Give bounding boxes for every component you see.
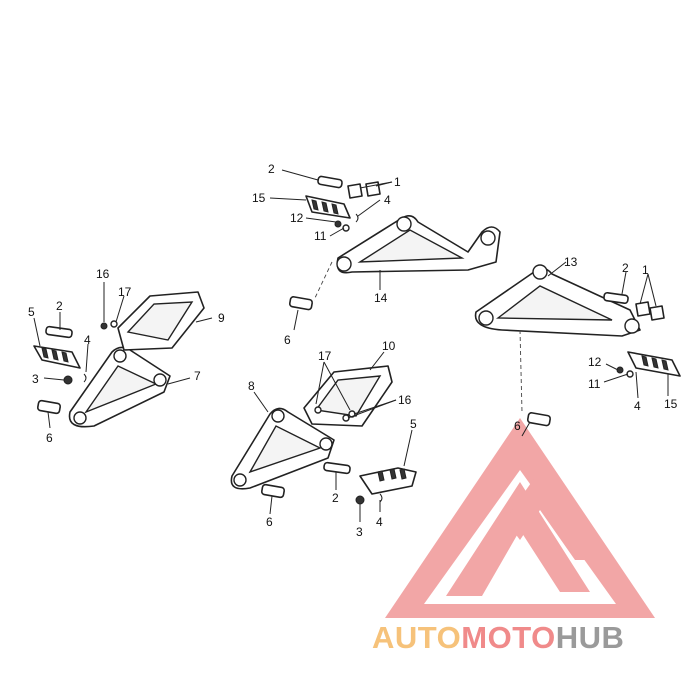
callout-17: 17: [118, 285, 132, 299]
callout-16: 16: [398, 393, 412, 407]
callout-13: 13: [564, 255, 578, 269]
callout-numbers: 1 2 4 15 12 11 14 6 13 2 1 12 11 4 15 6 …: [28, 162, 678, 539]
callout-6: 6: [266, 515, 273, 529]
bracket-assembly-14: [288, 175, 501, 311]
callout-6: 6: [46, 431, 53, 445]
callout-12: 12: [290, 211, 304, 225]
callout-2: 2: [622, 261, 629, 275]
callout-1: 1: [394, 175, 401, 189]
watermark-brand-text: AUTOMOTOHUB: [372, 620, 692, 655]
callout-9: 9: [218, 311, 225, 325]
callout-16: 16: [96, 267, 110, 281]
callout-12: 12: [588, 355, 602, 369]
callout-3: 3: [32, 372, 39, 386]
callout-6: 6: [514, 419, 521, 433]
callout-4: 4: [376, 515, 383, 529]
bracket-assembly-13: [474, 264, 681, 427]
callout-2: 2: [56, 299, 63, 313]
leader-lines: [33, 169, 669, 522]
callout-8: 8: [248, 379, 255, 393]
callout-3: 3: [356, 525, 363, 539]
callout-15: 15: [664, 397, 678, 411]
bracket-assembly-8: [230, 365, 417, 505]
callout-11: 11: [588, 377, 601, 391]
callout-5: 5: [410, 417, 417, 431]
callout-6: 6: [284, 333, 291, 347]
bracket-assembly-7: [33, 291, 205, 428]
callout-7: 7: [194, 369, 201, 383]
callout-4: 4: [84, 333, 91, 347]
callout-1: 1: [642, 263, 649, 277]
callout-2: 2: [332, 491, 339, 505]
callout-2: 2: [268, 162, 275, 176]
callout-4: 4: [384, 193, 391, 207]
callout-15: 15: [252, 191, 266, 205]
brand-part-hub: HUB: [555, 620, 625, 655]
callout-5: 5: [28, 305, 35, 319]
callout-14: 14: [374, 291, 388, 305]
callout-4: 4: [634, 399, 641, 413]
watermark-logo: [385, 418, 655, 618]
callout-10: 10: [382, 339, 396, 353]
brand-part-auto: AUTO: [372, 620, 462, 655]
callout-17: 17: [318, 349, 332, 363]
callout-11: 11: [314, 229, 327, 243]
brand-part-moto: MOTO: [461, 620, 556, 655]
